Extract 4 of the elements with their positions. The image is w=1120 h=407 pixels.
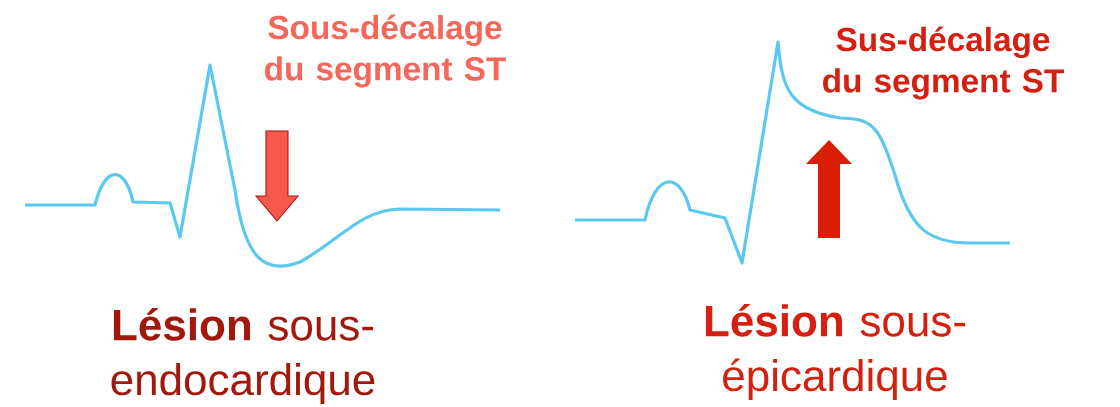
caption-text: Lésion sous-endocardique: [111, 307, 375, 405]
caption-text: Lésion sous-épicardique: [705, 303, 966, 401]
annotation-text: Sus-décalage du segment ST: [823, 26, 1064, 100]
annotation-text: Sous-décalage du segment ST: [265, 14, 506, 88]
